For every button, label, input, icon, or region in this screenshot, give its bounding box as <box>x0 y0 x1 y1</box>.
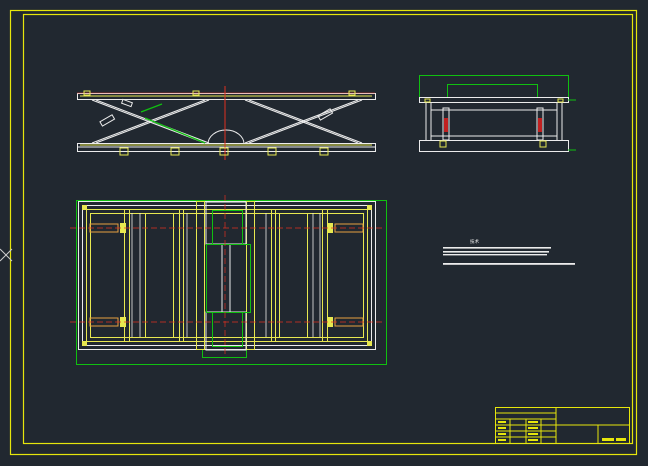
title-block-fill-marks <box>498 421 626 441</box>
drawing-border <box>9 9 638 456</box>
front-view-scissor-lift[interactable] <box>77 86 376 160</box>
technical-notes: 技术 <box>443 238 575 265</box>
title-block <box>495 407 630 444</box>
notes-heading: 技术 <box>470 238 479 245</box>
crosshair-cursor-icon <box>0 248 13 262</box>
plan-view-frame[interactable] <box>70 195 387 365</box>
side-view-lift-end[interactable] <box>419 75 577 152</box>
